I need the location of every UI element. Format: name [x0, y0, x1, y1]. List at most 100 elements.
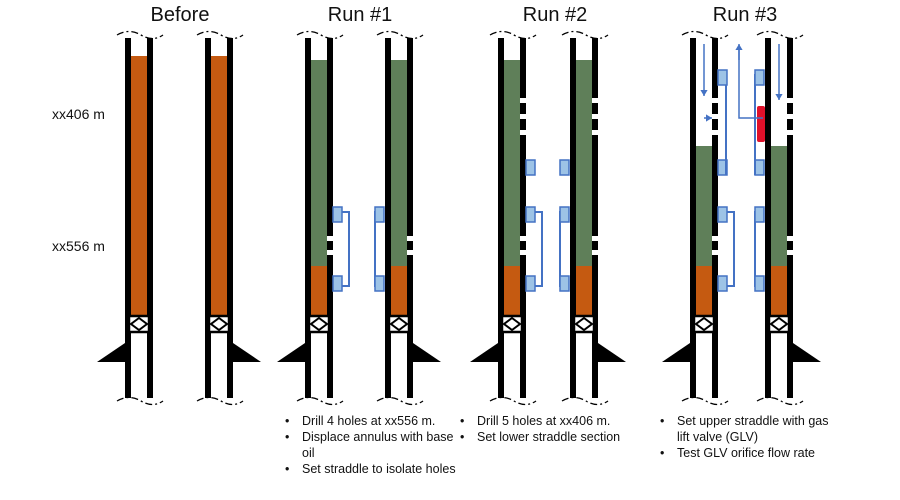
- run3-note-2: Test GLV orifice flow rate: [655, 445, 840, 461]
- panel3-well0-hole-lower-1: [712, 236, 718, 241]
- panel1-lower-straddle-left-body: [333, 211, 350, 287]
- panel3-well1-hole-lower-2: [787, 250, 793, 255]
- panel0-well1-break-bottom: [196, 396, 244, 406]
- panel1-well0-hole-lower-2: [327, 250, 333, 255]
- panel1-lower-straddle-left-seal-1: [332, 206, 343, 223]
- panel2-well0-hole-lower-1: [520, 236, 526, 241]
- panel0-well0-casing-left: [125, 38, 131, 398]
- panel1-well1-packer-diamond: [389, 316, 409, 332]
- panel1-well1-casing-right: [407, 38, 413, 398]
- panel0-well0-break-bottom: [116, 396, 164, 406]
- panel0-well1-break-top: [196, 30, 244, 40]
- run2-note-2: Set lower straddle section: [455, 429, 640, 445]
- panel3-lower-straddle-right-seal-2: [754, 275, 765, 292]
- run3-notes: Set upper straddle with gas lift valve (…: [655, 413, 840, 461]
- panel0-well0-original-fluid: [129, 56, 147, 315]
- panel2-lower-straddle-right-seal-1: [559, 206, 570, 223]
- panel3-well1-casing-left: [765, 38, 771, 398]
- depth-label-lower: xx556 m: [52, 238, 105, 254]
- panel1-well1-casing-left: [385, 38, 391, 398]
- panel3-upper-straddle-left-seal: [717, 69, 728, 86]
- panel3-upper-straddle-right-seal: [754, 69, 765, 86]
- panel3-well0-original-fluid: [694, 266, 712, 315]
- panel2-well1-base-oil: [574, 60, 592, 266]
- panel3-well1-packer-icon: [767, 314, 791, 334]
- panel1-well1-hole-lower-2: [407, 250, 413, 255]
- panel1-well0-hole-lower-1: [327, 236, 333, 241]
- panel3-lower-straddle-right-body: [754, 211, 761, 287]
- run2-note-1: Drill 5 holes at xx406 m.: [455, 413, 640, 429]
- panel2-well1-original-fluid: [574, 266, 592, 315]
- panel3-well0-break-bottom: [681, 396, 729, 406]
- panel3-well1-casing-right: [787, 38, 793, 398]
- run3-note-1: Set upper straddle with gas lift valve (…: [655, 413, 840, 445]
- panel3-well1-hole-upper-2: [787, 114, 793, 119]
- panel2-lower-straddle-left-seal-1: [525, 206, 536, 223]
- run1-notes: Drill 4 holes at xx556 m. Displace annul…: [280, 413, 465, 477]
- panel1-well1-break-bottom: [376, 396, 424, 406]
- run1-note-2: Displace annulus with base oil: [280, 429, 465, 461]
- panel3-well0-base-oil: [694, 146, 712, 266]
- panel3-well1-break-bottom: [756, 396, 804, 406]
- panel3-well1-hole-upper-3: [787, 130, 793, 135]
- panel2-well1-hole-upper-3: [592, 130, 598, 135]
- panel1-lower-straddle-right-body: [374, 211, 381, 287]
- panel3-well1-hole-upper-1: [787, 98, 793, 103]
- gas-lift-valve-icon: [757, 106, 765, 142]
- panel3-well1-base-oil: [769, 146, 787, 266]
- panel3-well1-packer-diamond: [769, 316, 789, 332]
- panel3-well0-packer-icon: [692, 314, 716, 334]
- panel2-lower-straddle-right-seal-2: [559, 275, 570, 292]
- panel-title-run2: Run #2: [522, 4, 588, 26]
- panel2-well1-packer-icon: [572, 314, 596, 334]
- panel2-upper-seal-left: [525, 159, 536, 176]
- panel1-lower-straddle-left-seal-2: [332, 275, 343, 292]
- panel2-well1-hole-upper-2: [592, 114, 598, 119]
- panel3-lower-straddle-right-seal-1: [754, 206, 765, 223]
- panel2-lower-straddle-left-body: [526, 211, 543, 287]
- panel1-well1-base-oil: [389, 60, 407, 266]
- panel2-well0-packer-icon: [500, 314, 524, 334]
- panel1-well0-packer-diamond: [309, 316, 329, 332]
- panel2-well1-break-top: [561, 30, 609, 40]
- panel2-shoe-left: [470, 343, 498, 362]
- panel3-lower-straddle-left-body: [718, 211, 735, 287]
- panel2-well0-base-oil: [502, 60, 520, 266]
- panel1-shoe-left: [277, 343, 305, 362]
- panel3-lower-straddle-left-seal-1: [717, 206, 728, 223]
- panel2-well0-packer-diamond: [502, 316, 522, 332]
- panel0-well1-casing-right: [227, 38, 233, 398]
- panel2-well1-break-bottom: [561, 396, 609, 406]
- panel2-well0-break-bottom: [489, 396, 537, 406]
- panel3-well1-hole-lower-1: [787, 236, 793, 241]
- panel0-well1-casing-left: [205, 38, 211, 398]
- panel1-well1-hole-lower-1: [407, 236, 413, 241]
- panel2-well0-break-top: [489, 30, 537, 40]
- panel2-lower-straddle-right-body: [559, 211, 566, 287]
- flow-arrow-icon-into-left-head: [706, 114, 712, 122]
- panel3-well0-hole-upper-3: [712, 130, 718, 135]
- panel0-well0-casing-right: [147, 38, 153, 398]
- panel1-well0-break-bottom: [296, 396, 344, 406]
- flow-arrow-icon-down-right-head: [775, 94, 783, 100]
- panel1-well1-original-fluid: [389, 266, 407, 315]
- panel2-lower-straddle-left-seal-2: [525, 275, 536, 292]
- panel1-well0-base-oil: [309, 60, 327, 266]
- panel2-well0-hole-lower-2: [520, 250, 526, 255]
- panel0-well0-packer-icon: [127, 314, 151, 334]
- panel3-well0-hole-lower-2: [712, 250, 718, 255]
- flow-arrow-icon-up-path: [738, 46, 763, 119]
- panel3-well1-break-top: [756, 30, 804, 40]
- panel1-well0-packer-icon: [307, 314, 331, 334]
- run1-note-3: Set straddle to isolate holes: [280, 461, 465, 477]
- panel0-well0-break-top: [116, 30, 164, 40]
- panel2-well0-hole-upper-1: [520, 98, 526, 103]
- panel1-lower-straddle-right-seal-2: [374, 275, 385, 292]
- panel2-well0-casing-left: [498, 38, 504, 398]
- panel3-upper-seal-right: [754, 159, 765, 176]
- panel2-well1-casing-right: [592, 38, 598, 398]
- panel2-well0-hole-upper-2: [520, 114, 526, 119]
- panel1-well1-packer-icon: [387, 314, 411, 334]
- panel1-well0-original-fluid: [309, 266, 327, 315]
